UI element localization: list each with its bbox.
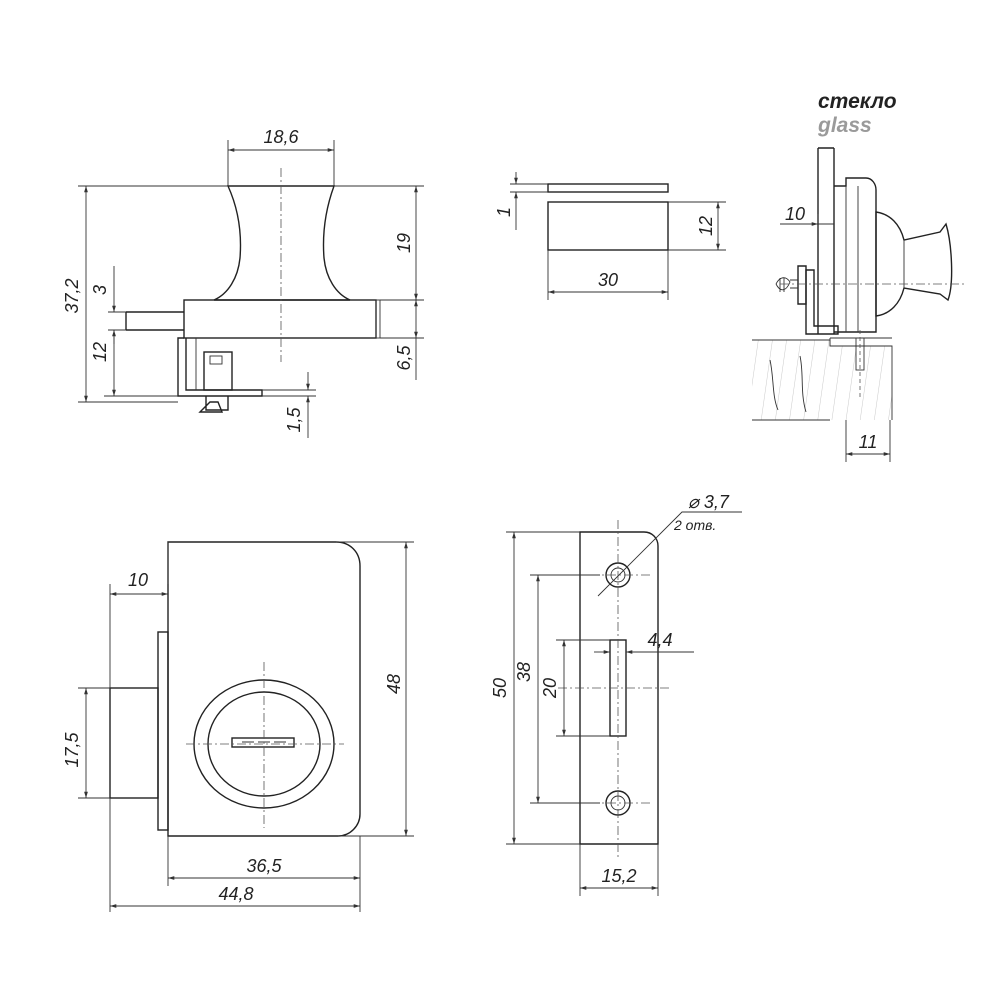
knob-outline	[213, 185, 351, 301]
front-view: 10 48 17,5 36,5 44,8	[62, 541, 414, 912]
installed-view: стекло glass 10 11	[752, 90, 964, 462]
front-glass-edge	[109, 687, 159, 799]
dim-front-side-height: 17,5	[62, 732, 82, 768]
dim-strike-hole-spacing: 38	[514, 662, 534, 682]
dim-pad-width: 30	[598, 270, 618, 290]
label-glass-ru: стекло	[818, 90, 897, 113]
latch-pin	[203, 351, 233, 391]
dim-strike-width: 15,2	[601, 866, 636, 886]
side-view: 18,6 37,2 3 12 19 6,5 1,5	[62, 127, 424, 438]
pad-block	[547, 201, 669, 251]
strike-plate-view: ⌀ 3,7 2 отв. 50 38 20 4,4 15,2	[490, 492, 742, 896]
dim-bracket-height: 12	[90, 342, 110, 362]
dim-strike-slot-length: 20	[540, 678, 560, 699]
dim-knob-diameter: 18,6	[263, 127, 299, 147]
dim-total-height: 37,2	[62, 278, 82, 313]
dim-front-height: 48	[384, 674, 404, 694]
dim-front-body-width: 36,5	[246, 856, 282, 876]
key-slot	[231, 737, 295, 748]
installed-knob	[875, 211, 953, 317]
dim-strike-total-height: 50	[490, 678, 510, 698]
dim-knob-height: 19	[394, 233, 414, 253]
lock-body-face	[375, 299, 381, 339]
front-bracket	[157, 631, 169, 831]
dim-strike-slot-width: 4,4	[647, 630, 672, 650]
dim-front-offset: 10	[128, 570, 148, 590]
label-holes-count: 2 отв.	[673, 517, 716, 533]
dim-front-total-width: 44,8	[218, 884, 253, 904]
dim-plate-thickness: 3	[90, 285, 110, 295]
dim-hole-diameter: ⌀ 3,7	[688, 492, 730, 512]
front-body	[167, 541, 361, 837]
dim-body-height: 6,5	[394, 345, 414, 371]
dim-pad-height: 12	[696, 216, 716, 236]
glass-plate	[125, 311, 184, 331]
bracket	[177, 337, 263, 397]
glass-panel	[817, 147, 835, 334]
pad-view: 1 12 30	[494, 172, 726, 300]
dim-pin-offset: 1,5	[284, 407, 304, 433]
label-glass-en: glass	[817, 114, 872, 137]
lock-body	[183, 299, 377, 339]
dim-glass-side-width: 11	[859, 432, 878, 452]
lock-housing	[834, 177, 877, 333]
pad-thin-plate	[547, 183, 669, 193]
dim-pad-thickness: 1	[494, 207, 514, 217]
dim-glass-offset: 10	[785, 204, 805, 224]
